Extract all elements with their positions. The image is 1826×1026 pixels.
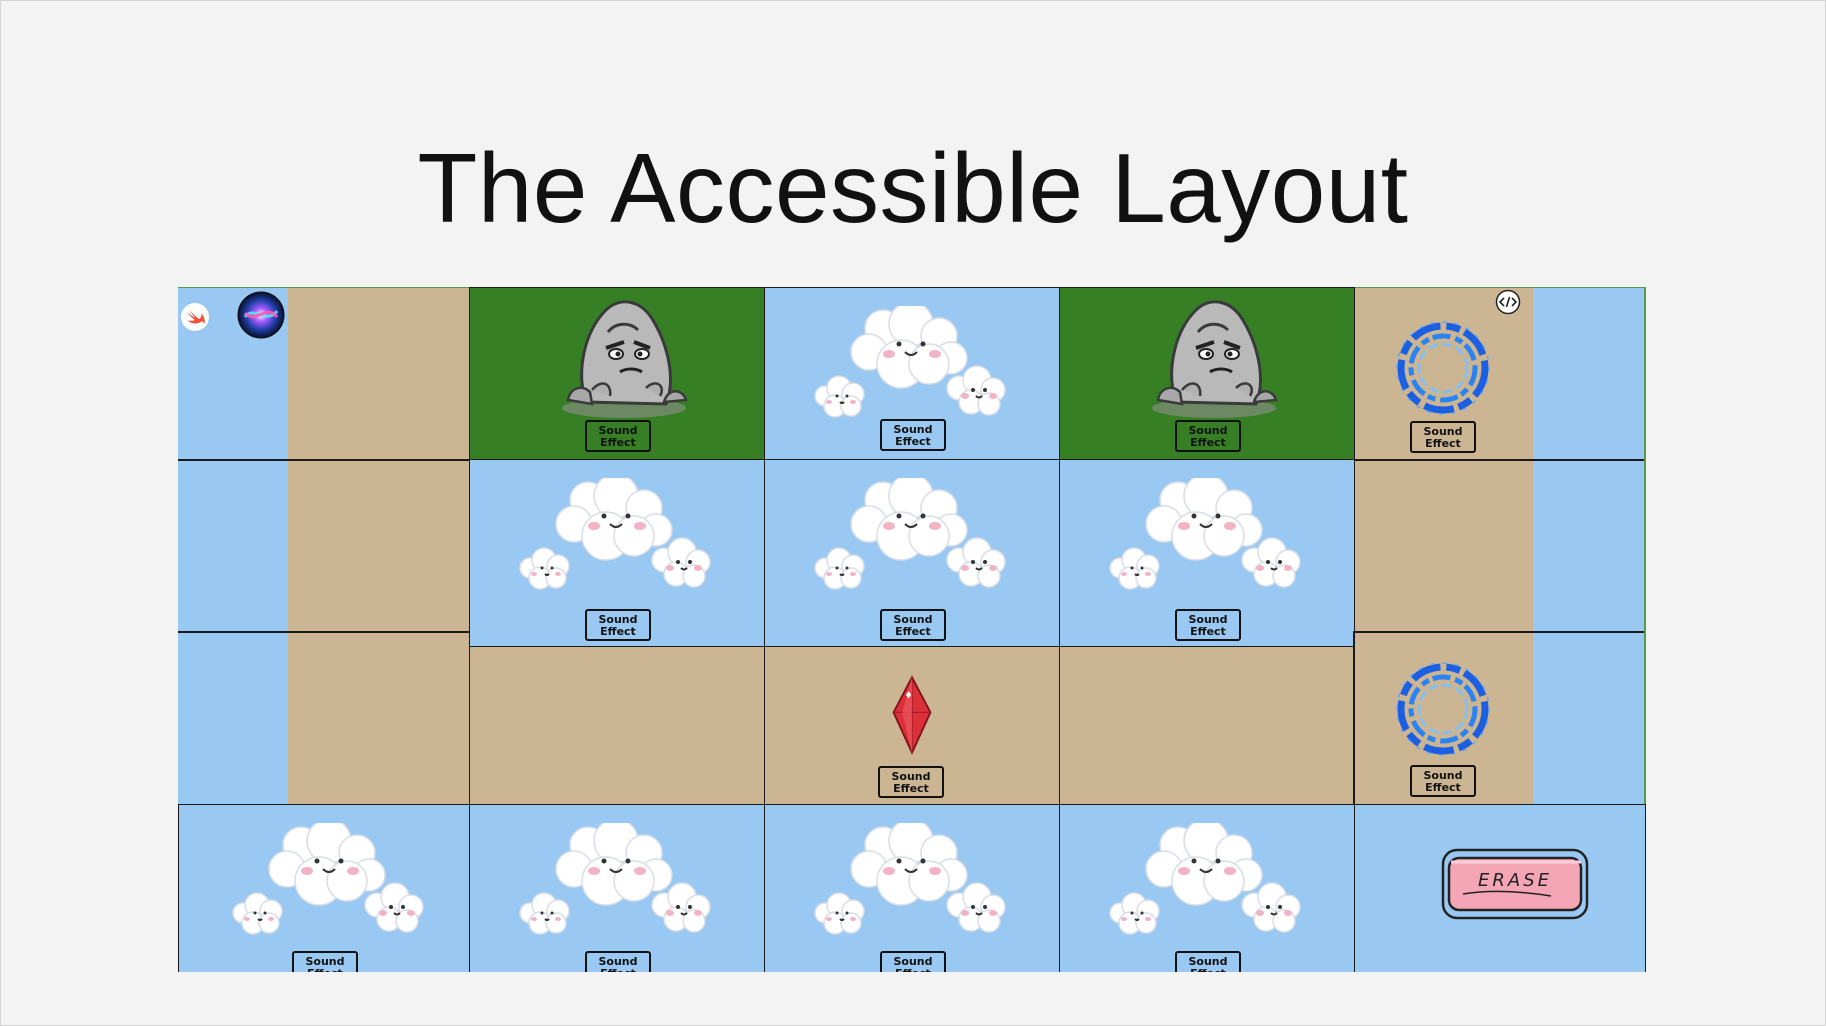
cloud-icon — [519, 823, 711, 935]
cloud-icon — [1109, 478, 1301, 590]
cell-cloud-5[interactable]: Sound Effect — [178, 804, 470, 972]
cell-cloud-4[interactable]: Sound Effect — [1059, 459, 1355, 647]
cell-cloud-3[interactable]: Sound Effect — [764, 459, 1060, 647]
sound-effect-button[interactable]: Sound Effect — [878, 766, 944, 798]
cloud-icon — [519, 478, 711, 590]
left-sand-strip — [288, 287, 469, 807]
sound-effect-button[interactable]: Sound Effect — [1410, 765, 1476, 797]
sound-effect-button[interactable]: Sound Effect — [585, 951, 651, 972]
sound-effect-button[interactable]: Sound Effect — [1175, 609, 1241, 641]
gem-icon — [892, 675, 932, 755]
right-sky-strip — [1533, 287, 1646, 807]
sound-effect-button[interactable]: Sound Effect — [1175, 951, 1241, 972]
erase-button[interactable]: ERASE — [1441, 848, 1589, 920]
cell-cloud-6[interactable]: Sound Effect — [469, 804, 765, 972]
cloud-icon — [232, 823, 424, 935]
cell-rock-2[interactable]: Sound Effect — [1059, 287, 1355, 460]
sound-effect-button[interactable]: Sound Effect — [292, 951, 358, 972]
cloud-icon — [1109, 823, 1301, 935]
game-board: Sound Effect Sound Effect — [178, 287, 1646, 972]
sound-effect-button[interactable]: Sound Effect — [880, 951, 946, 972]
cloud-icon — [814, 823, 1006, 935]
cloud-icon — [814, 306, 1006, 418]
cloud-icon — [814, 478, 1006, 590]
code-toggle-icon[interactable] — [1495, 289, 1521, 315]
cell-cloud-1[interactable]: Sound Effect — [764, 287, 1060, 460]
cell-rock-1[interactable]: Sound Effect — [469, 287, 765, 460]
rock-icon — [1152, 300, 1278, 418]
cell-portal-2[interactable]: Sound Effect — [1353, 631, 1535, 806]
cell-sand-1[interactable] — [469, 646, 765, 805]
siri-icon[interactable] — [237, 291, 285, 339]
cell-cloud-8[interactable]: Sound Effect — [1059, 804, 1355, 972]
sound-effect-button[interactable]: Sound Effect — [880, 609, 946, 641]
rock-icon — [562, 300, 688, 418]
cell-portal-1[interactable]: Sound Effect — [1354, 287, 1534, 460]
cell-cloud-2[interactable]: Sound Effect — [469, 459, 765, 647]
right-sand-strip — [1355, 287, 1533, 807]
erase-label: ERASE — [1478, 870, 1552, 891]
sound-effect-button[interactable]: Sound Effect — [585, 420, 651, 452]
swift-icon[interactable] — [180, 302, 210, 332]
cell-sand-2[interactable] — [1059, 646, 1355, 805]
portal-icon — [1396, 662, 1490, 756]
sound-effect-button[interactable]: Sound Effect — [1175, 420, 1241, 452]
cell-gem[interactable]: Sound Effect — [764, 646, 1060, 805]
sound-effect-button[interactable]: Sound Effect — [1410, 421, 1476, 453]
sound-effect-button[interactable]: Sound Effect — [585, 609, 651, 641]
cell-cloud-7[interactable]: Sound Effect — [764, 804, 1060, 972]
sound-effect-button[interactable]: Sound Effect — [880, 419, 946, 451]
left-sky-strip — [178, 287, 288, 807]
slide-title: The Accessible Layout — [417, 133, 1409, 243]
portal-icon — [1396, 321, 1490, 415]
